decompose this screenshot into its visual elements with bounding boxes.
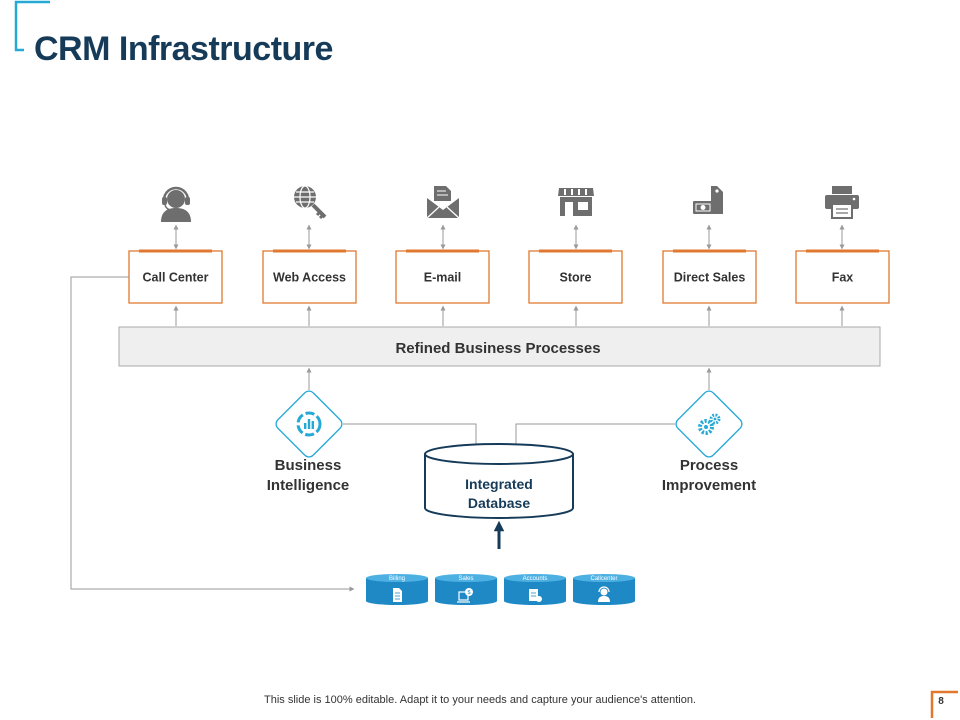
process-improvement-label: Improvement xyxy=(662,477,756,494)
channel-label: Web Access xyxy=(273,271,346,285)
business-intelligence-label: Intelligence xyxy=(267,477,350,494)
corner-bracket-bottom-right xyxy=(930,690,958,718)
processes-band xyxy=(118,326,881,367)
analytics-chart-icon xyxy=(296,411,322,437)
channel-box: E-mail xyxy=(395,249,490,304)
source-label: Sales xyxy=(458,576,473,582)
svg-text:$: $ xyxy=(467,590,470,596)
source-database: Accounts xyxy=(504,574,566,605)
ledger-icon xyxy=(529,589,542,602)
page-number: 8 xyxy=(938,696,944,707)
source-database: Callcenter xyxy=(573,574,635,605)
source-label: Callcenter xyxy=(590,576,617,582)
corner-bracket-top-left xyxy=(14,0,50,52)
channel-box: Call Center xyxy=(128,249,223,304)
channel-label: Call Center xyxy=(143,271,209,285)
process-improvement-label: Process xyxy=(680,457,738,474)
channel-box: Web Access xyxy=(262,249,357,304)
feedback-loop-line xyxy=(70,276,355,592)
database-connectors xyxy=(343,423,675,444)
printer-icon xyxy=(825,186,859,219)
page-title: CRM Infrastructure xyxy=(34,30,333,68)
business-intelligence-node xyxy=(275,390,343,458)
channel-box: Store xyxy=(528,249,623,304)
source-database: Billing xyxy=(366,574,428,605)
channel-box: Fax xyxy=(795,249,890,304)
channel-label: E-mail xyxy=(424,271,462,285)
document-icon xyxy=(393,588,402,602)
channel-label: Direct Sales xyxy=(674,271,746,285)
channel-box: Direct Sales xyxy=(662,249,757,304)
operator-icon xyxy=(598,586,610,602)
icon-connectors xyxy=(173,224,845,250)
diamond-connectors xyxy=(306,367,712,390)
database-label: Integrated xyxy=(465,476,533,492)
database-label: Database xyxy=(468,495,530,511)
storefront-icon xyxy=(558,188,594,216)
globe-key-icon xyxy=(294,185,327,220)
gears-icon xyxy=(698,413,721,435)
source-label: Accounts xyxy=(523,576,548,582)
source-database: Sales $ xyxy=(435,574,497,605)
headset-agent-icon xyxy=(161,186,191,222)
process-improvement-node xyxy=(675,390,743,458)
footer-note: This slide is 100% editable. Adapt it to… xyxy=(264,694,696,706)
band-connectors xyxy=(173,305,845,326)
channel-label: Fax xyxy=(832,271,854,285)
integrated-database xyxy=(424,443,574,519)
processes-band-label: Refined Business Processes xyxy=(395,340,600,357)
cash-tag-icon xyxy=(693,186,723,214)
envelope-icon xyxy=(426,186,460,219)
channel-label: Store xyxy=(560,271,592,285)
dollar-screen-icon: $ xyxy=(457,588,473,603)
business-intelligence-label: Business xyxy=(275,457,342,474)
source-label: Billing xyxy=(389,576,405,582)
